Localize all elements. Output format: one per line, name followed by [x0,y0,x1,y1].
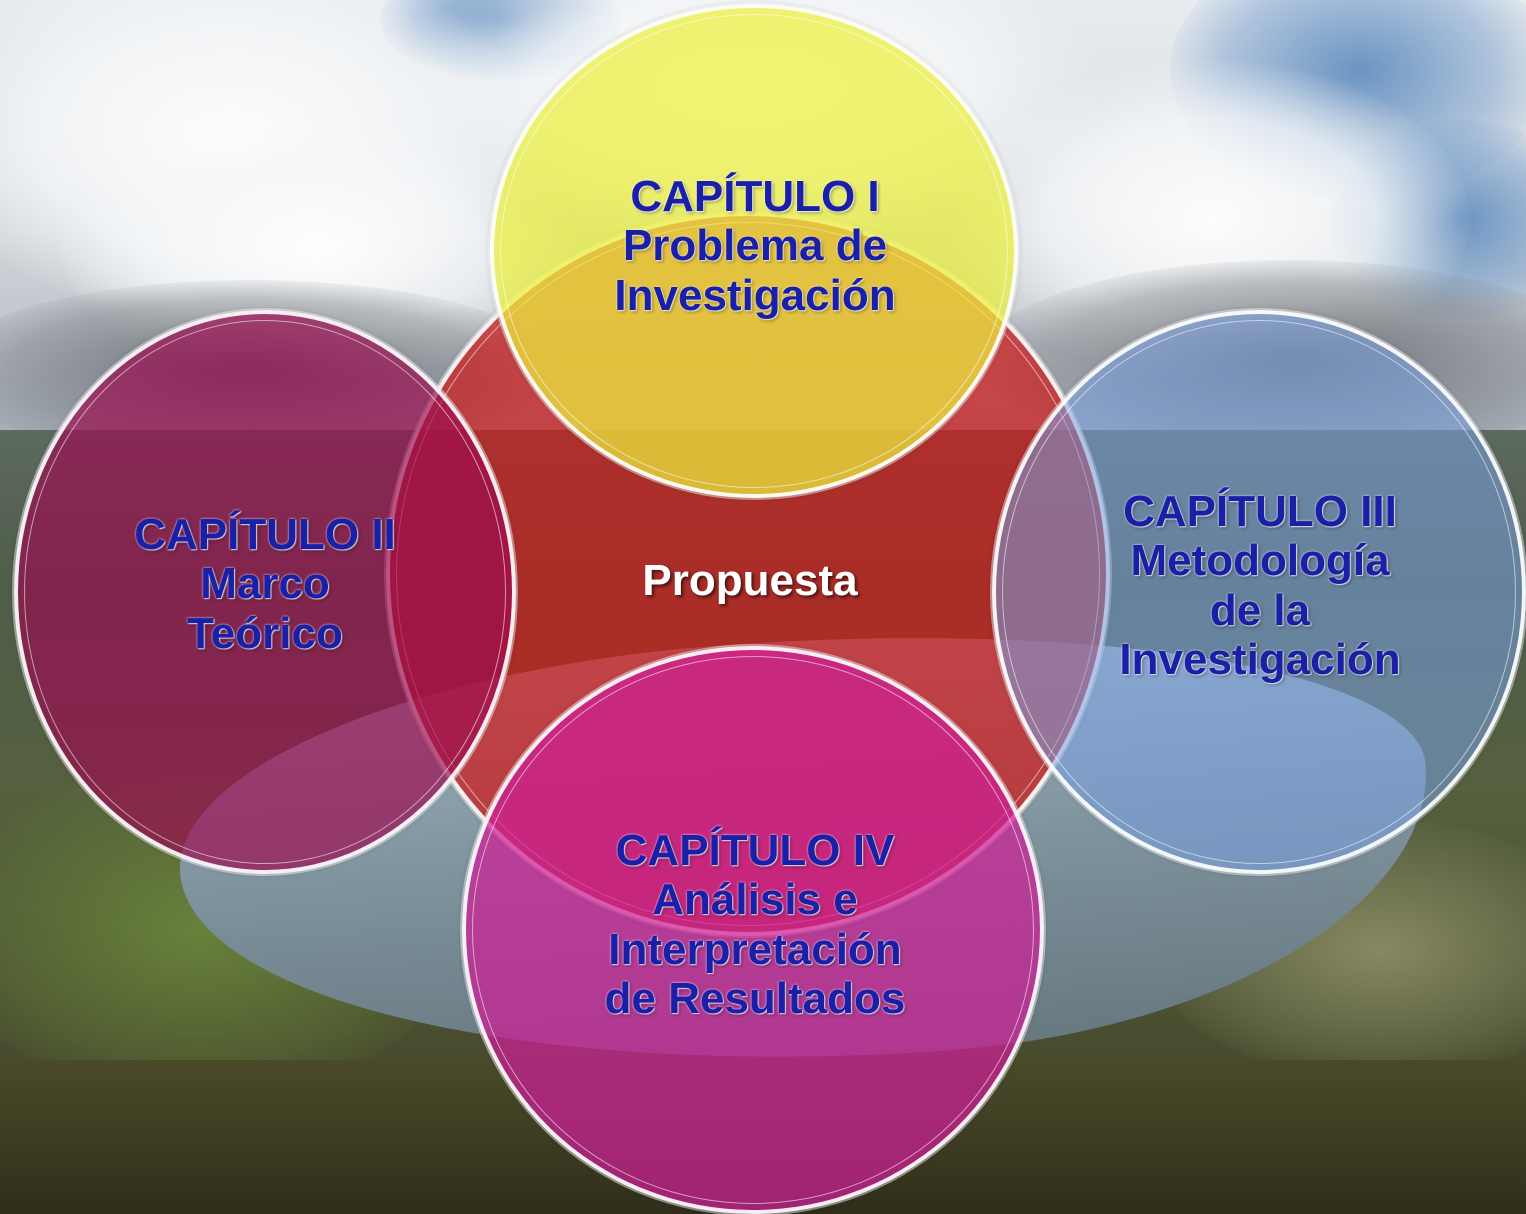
node-label-capitulo-iv: CAPÍTULO IV Análisis e Interpretación de… [535,826,975,1023]
node-label-capitulo-iii: CAPÍTULO III Metodología de la Investiga… [1085,487,1435,684]
circle-capitulo-iii [992,310,1526,874]
node-label-capitulo-ii: CAPÍTULO II Marco Teórico [80,510,450,658]
node-title: CAPÍTULO IV [615,826,895,875]
node-line: de Resultados [604,973,906,1023]
node-line: Metodología [1130,536,1390,586]
node-line: Marco [200,559,330,609]
node-line: Análisis e [652,875,858,925]
circle-capitulo-i [490,4,1018,498]
node-line: Teórico [187,608,343,658]
node-label-capitulo-i: CAPÍTULO I Problema de Investigación [550,172,960,320]
node-title: CAPÍTULO III [1123,487,1397,536]
circle-capitulo-ii [14,310,516,874]
node-line: Investigación [1119,634,1401,684]
center-label: Propuesta [560,556,940,605]
node-title: CAPÍTULO II [134,510,396,559]
circle-capitulo-iv [462,646,1044,1214]
node-line: Interpretación [608,924,902,974]
center-label-text: Propuesta [642,556,858,605]
node-title: CAPÍTULO I [630,172,880,221]
node-line: de la [1209,585,1311,635]
node-line: Problema de [622,221,888,271]
node-line: Investigación [614,270,896,320]
